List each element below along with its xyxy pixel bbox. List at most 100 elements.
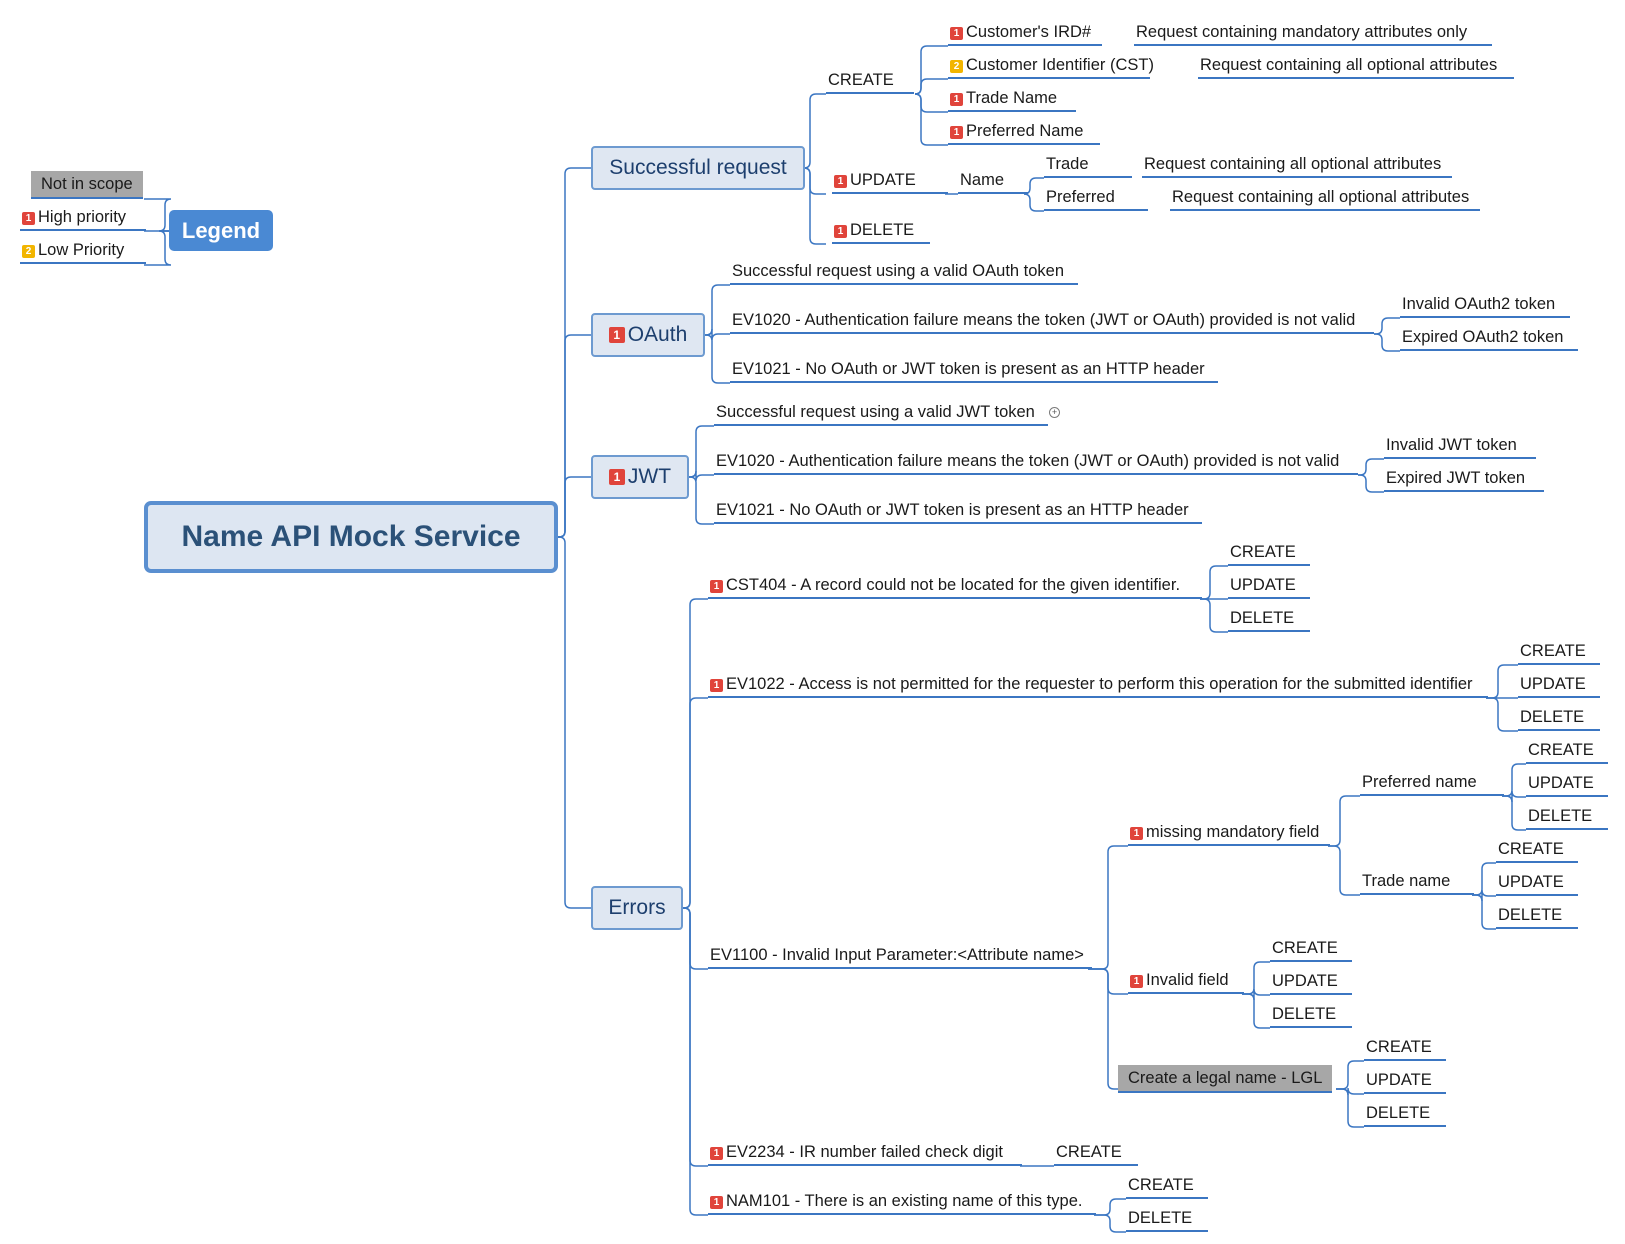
missing-trade-create[interactable]: CREATE	[1496, 839, 1578, 863]
legal-name-delete[interactable]: DELETE	[1364, 1103, 1446, 1127]
connector	[558, 334, 591, 538]
connector	[558, 476, 591, 538]
jwt-ev1021[interactable]: EV1021 - No OAuth or JWT token is presen…	[714, 500, 1202, 524]
sr-update-preferred-note[interactable]: Request containing all optional attribut…	[1170, 187, 1480, 211]
errors-topic[interactable]: Errors	[591, 886, 683, 930]
connector	[1502, 795, 1526, 831]
oauth-ev1020[interactable]: EV1020 - Authentication failure means th…	[730, 310, 1374, 334]
connector	[1328, 845, 1360, 896]
root-topic[interactable]: Name API Mock Service	[144, 501, 558, 573]
cst404-create[interactable]: CREATE	[1228, 542, 1310, 566]
cst404-update[interactable]: UPDATE	[1228, 575, 1310, 599]
sr-update-preferred[interactable]: Preferred	[1044, 187, 1148, 211]
jwt-invalid-token[interactable]: Invalid JWT token	[1384, 435, 1536, 459]
sr-update-trade-note[interactable]: Request containing all optional attribut…	[1142, 154, 1452, 178]
legend-not-in-scope[interactable]: Not in scope	[31, 171, 143, 199]
connector	[558, 167, 591, 538]
invalid-field-delete[interactable]: DELETE	[1270, 1004, 1352, 1028]
oauth-success[interactable]: Successful request using a valid OAuth t…	[730, 261, 1078, 285]
ev1022-delete[interactable]: DELETE	[1518, 707, 1600, 731]
missing-preferred-delete[interactable]: DELETE	[1526, 806, 1608, 830]
sr-update-name[interactable]: Name	[958, 170, 1028, 194]
sr-create[interactable]: CREATE	[826, 70, 914, 94]
error-ev1100[interactable]: EV1100 - Invalid Input Parameter:<Attrib…	[708, 945, 1092, 969]
connector	[705, 284, 730, 336]
missing-preferred-create[interactable]: CREATE	[1526, 740, 1608, 764]
priority-1-icon: 1	[710, 1196, 723, 1209]
connector	[803, 167, 826, 195]
missing-preferred-update[interactable]: UPDATE	[1526, 773, 1608, 797]
connector	[1336, 1088, 1364, 1128]
legal-name-update[interactable]: UPDATE	[1364, 1070, 1446, 1094]
connector	[689, 470, 714, 482]
connector	[683, 907, 708, 1167]
connector	[1374, 317, 1400, 335]
sr-create-customer-ird-note[interactable]: Request containing mandatory attributes …	[1134, 22, 1492, 46]
connector	[1336, 1060, 1364, 1090]
missing-preferred-name[interactable]: Preferred name	[1360, 772, 1504, 796]
legal-name-create[interactable]: CREATE	[1364, 1037, 1446, 1061]
connector	[1486, 697, 1518, 732]
missing-trade-name[interactable]: Trade name	[1360, 871, 1474, 895]
connector	[558, 536, 591, 909]
connector	[144, 198, 172, 232]
priority-1-icon: 1	[608, 327, 625, 343]
connector	[914, 45, 948, 95]
invalid-field-update[interactable]: UPDATE	[1270, 971, 1352, 995]
oauth-expired-token[interactable]: Expired OAuth2 token	[1400, 327, 1578, 351]
connector	[1094, 1214, 1126, 1233]
sr-create-customer-identifier-note[interactable]: Request containing all optional attribut…	[1198, 55, 1514, 79]
oauth-invalid-token[interactable]: Invalid OAuth2 token	[1400, 294, 1570, 318]
nam101-create[interactable]: CREATE	[1126, 1175, 1208, 1199]
invalid-field-create[interactable]: CREATE	[1270, 938, 1352, 962]
connector	[1358, 458, 1384, 476]
ev1022-create[interactable]: CREATE	[1518, 641, 1600, 665]
connector	[914, 78, 948, 95]
jwt-ev1020[interactable]: EV1020 - Authentication failure means th…	[714, 451, 1358, 475]
connector	[1200, 598, 1228, 633]
successful-request-topic[interactable]: Successful request	[591, 146, 805, 190]
nam101-delete[interactable]: DELETE	[1126, 1208, 1208, 1232]
ev2234-create[interactable]: CREATE	[1054, 1142, 1138, 1166]
missing-trade-update[interactable]: UPDATE	[1496, 872, 1578, 896]
connector	[683, 598, 708, 909]
connector	[914, 93, 948, 146]
ev1100-legal-name[interactable]: Create a legal name - LGL	[1118, 1065, 1333, 1093]
priority-1-icon: 1	[950, 27, 963, 40]
sr-update-trade[interactable]: Trade	[1044, 154, 1132, 178]
connector	[1094, 1198, 1126, 1216]
priority-1-icon: 1	[22, 212, 35, 225]
connector	[144, 230, 172, 266]
cst404-delete[interactable]: DELETE	[1228, 608, 1310, 632]
connector	[683, 697, 708, 909]
expand-icon[interactable]: +	[1049, 407, 1060, 418]
priority-1-icon: 1	[950, 93, 963, 106]
legend-topic[interactable]: Legend	[169, 210, 273, 251]
priority-1-icon: 1	[1130, 975, 1143, 988]
oauth-ev1021[interactable]: EV1021 - No OAuth or JWT token is presen…	[730, 359, 1218, 383]
jwt-expired-token[interactable]: Expired JWT token	[1384, 468, 1544, 492]
missing-trade-delete[interactable]: DELETE	[1496, 905, 1578, 929]
jwt-success[interactable]: Successful request using a valid JWT tok…	[714, 402, 1048, 426]
connector	[1088, 968, 1128, 1090]
connector	[689, 425, 714, 478]
ev1022-update[interactable]: UPDATE	[1518, 674, 1600, 698]
connector	[705, 328, 730, 341]
